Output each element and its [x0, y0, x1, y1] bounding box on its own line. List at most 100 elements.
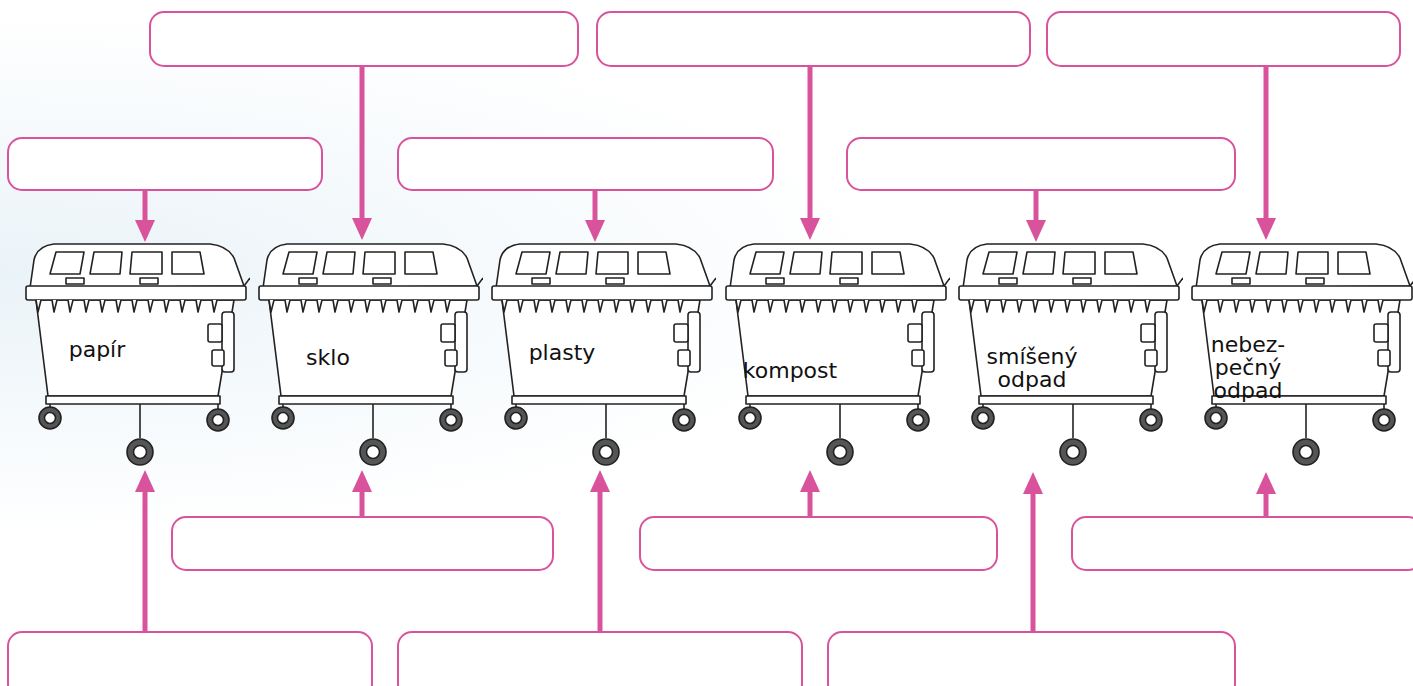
- wheel-hub: [1211, 413, 1222, 424]
- arrow-shafts: [145, 66, 1266, 632]
- bin-wheel: [207, 409, 229, 431]
- bin-base: [46, 396, 220, 404]
- rim-tooth: [1145, 300, 1150, 312]
- bin-body: [502, 300, 700, 396]
- answer-box: [172, 517, 553, 570]
- rim-tooth: [1266, 300, 1271, 312]
- lid-slot: [983, 252, 1017, 274]
- bin-rim: [726, 286, 946, 300]
- bin-body: [969, 300, 1167, 396]
- lid-slot: [1256, 252, 1288, 274]
- lid-slot: [872, 252, 904, 274]
- arrow-head: [352, 470, 372, 492]
- arrow-head: [800, 218, 820, 240]
- rim-tooth: [381, 300, 386, 312]
- rim-tooth: [1081, 300, 1086, 312]
- lid-slot: [1338, 252, 1370, 274]
- wheel-hub: [1146, 415, 1157, 426]
- bin-label: nebez- pečný odpad: [1208, 333, 1288, 402]
- answer-box: [398, 138, 773, 190]
- lid-slot: [750, 252, 784, 274]
- rim-tooth: [630, 300, 635, 312]
- rim-tooth: [100, 300, 105, 312]
- bin-wheel: [1060, 439, 1086, 465]
- lid-slot: [556, 252, 588, 274]
- rim-tooth: [784, 300, 789, 312]
- rim-tooth: [736, 300, 741, 312]
- rim-tooth: [969, 300, 974, 312]
- rim-tooth: [148, 300, 153, 312]
- rim-tooth: [646, 300, 651, 312]
- rim-tooth: [534, 300, 539, 312]
- bin-part: [726, 244, 950, 465]
- lid-hinge: [1177, 278, 1183, 286]
- wheel-stem: [839, 404, 841, 438]
- waste-bin-outline: [722, 238, 950, 470]
- bin-handle: [1141, 324, 1155, 342]
- bin-handle: [1378, 350, 1390, 366]
- bin-wheel: [827, 439, 853, 465]
- bin-wheel: [1140, 409, 1162, 431]
- bin-wheel: [360, 439, 386, 465]
- bin-wheel: [505, 407, 527, 429]
- arrow-head: [585, 220, 605, 242]
- lid-detail: [606, 278, 624, 284]
- rim-tooth: [1378, 300, 1383, 312]
- bin-lid: [263, 244, 477, 288]
- bin-handle: [212, 350, 224, 366]
- rim-tooth: [896, 300, 901, 312]
- lid-detail: [140, 278, 158, 284]
- rim-tooth: [816, 300, 821, 312]
- wheel-hub: [278, 413, 289, 424]
- arrow-shaft: [1264, 66, 1269, 220]
- lid-slot: [405, 252, 437, 274]
- rim-tooth: [800, 300, 805, 312]
- rim-tooth: [84, 300, 89, 312]
- lid-detail: [66, 278, 84, 284]
- rim-tooth: [1017, 300, 1022, 312]
- bin-base: [512, 396, 686, 404]
- waste-bin: papír: [22, 238, 250, 470]
- answer-box: [398, 632, 802, 686]
- arrow-head: [1256, 472, 1276, 494]
- lid-slot: [790, 252, 822, 274]
- bin-handle: [678, 350, 690, 366]
- lid-detail: [373, 278, 391, 284]
- bin-rim: [492, 286, 712, 300]
- wheel-hub: [745, 413, 756, 424]
- wheel-stem: [1072, 404, 1074, 438]
- arrow-shaft: [593, 190, 598, 222]
- lid-slot: [638, 252, 670, 274]
- wheel-hub: [367, 446, 380, 459]
- lid-detail: [999, 278, 1017, 284]
- lid-detail: [299, 278, 317, 284]
- bin-wheel: [907, 409, 929, 431]
- bin-label: kompost: [734, 359, 846, 382]
- rim-tooth: [864, 300, 869, 312]
- rim-tooth: [445, 300, 450, 312]
- rim-tooth: [1049, 300, 1054, 312]
- lid-slot: [363, 252, 395, 274]
- rim-tooth: [1097, 300, 1102, 312]
- wheel-hub: [600, 446, 613, 459]
- bin-base: [279, 396, 453, 404]
- arrow-shaft: [1034, 190, 1039, 222]
- rim-tooth: [832, 300, 837, 312]
- empty-answer-boxes: [8, 12, 1413, 686]
- rim-tooth: [397, 300, 402, 312]
- bin-wheel: [673, 409, 695, 431]
- rim-tooth: [1250, 300, 1255, 312]
- rim-tooth: [1330, 300, 1335, 312]
- lid-hinge: [477, 278, 483, 286]
- lid-hinge: [710, 278, 716, 286]
- wheel-hub: [1379, 415, 1390, 426]
- bin-handle: [441, 324, 455, 342]
- rim-tooth: [678, 300, 683, 312]
- arrow-shaft: [360, 66, 365, 220]
- wheel-hub: [679, 415, 690, 426]
- rim-tooth: [1362, 300, 1367, 312]
- bin-wheel: [440, 409, 462, 431]
- rim-tooth: [164, 300, 169, 312]
- bin-wheel: [272, 407, 294, 429]
